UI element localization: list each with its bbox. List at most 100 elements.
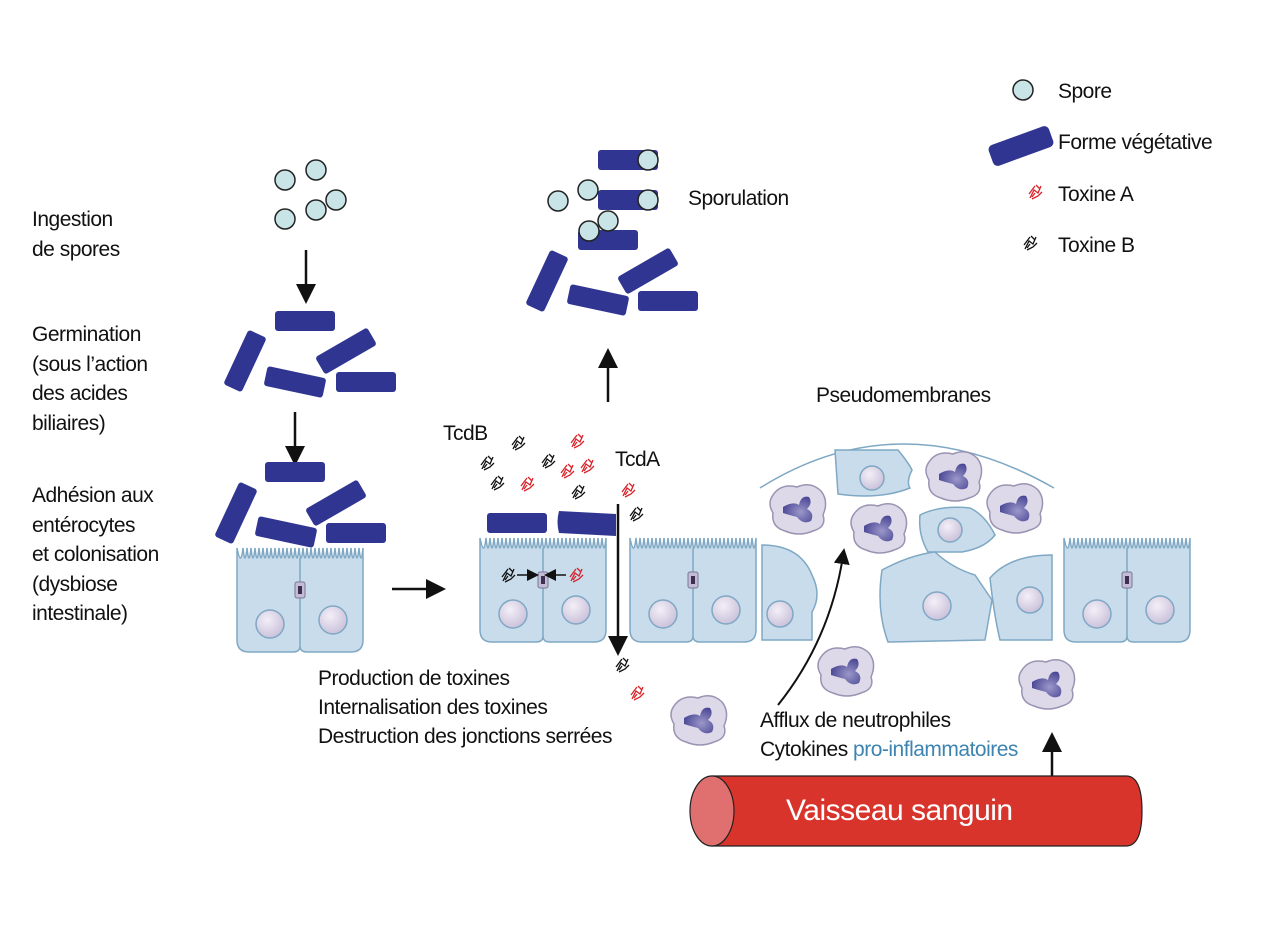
neutrophil-icon	[850, 503, 908, 554]
sporulation-label: Sporulation	[688, 187, 789, 210]
vegetative-form-icon	[263, 365, 327, 399]
cytokines-label: Cytokines pro-inflammatoires	[760, 738, 1018, 761]
nucleus	[937, 517, 963, 543]
neutrophil-icon	[986, 483, 1044, 534]
tcda-label: TcdA	[615, 448, 660, 471]
step-line: Ingestion	[32, 208, 113, 231]
vessel-label: Vaisseau sanguin	[786, 794, 1013, 827]
step-line: de spores	[32, 238, 120, 261]
step-line: et colonisation	[32, 543, 159, 566]
spore-icon	[578, 220, 600, 242]
nucleus	[766, 600, 794, 628]
cytokines-prefix: Cytokines	[760, 738, 853, 761]
spore-icon	[547, 190, 569, 212]
ingested-spores	[274, 159, 347, 230]
toxin-b-icon	[571, 484, 586, 500]
step-adhesion-label: Adhésion aux entérocytes et colonisation…	[32, 484, 159, 625]
neutrophil-icon	[769, 484, 827, 535]
germinated-bacteria	[223, 311, 396, 399]
vegetative-form-icon	[315, 327, 377, 375]
toxin-b-icon	[541, 453, 556, 469]
vegetative-form-icon	[336, 372, 396, 392]
spore-icon	[597, 210, 619, 232]
spore-icon	[577, 179, 599, 201]
damaged-cell	[761, 544, 818, 641]
spore-icon	[305, 199, 327, 221]
spore-icon	[274, 208, 296, 230]
toxin-b-icon	[1023, 235, 1038, 251]
vegetative-form-icon	[305, 479, 367, 527]
legend-label-spore: Spore	[1058, 80, 1112, 103]
pseudomembranes-label: Pseudomembranes	[816, 384, 991, 407]
legend-item-toxin-a: Toxine A	[1028, 183, 1134, 206]
neutrophil-icon	[817, 646, 875, 697]
spore-icon	[325, 189, 347, 211]
cytokines-highlight: pro-inflammatoires	[853, 738, 1018, 761]
step-line: (dysbiose	[32, 573, 117, 596]
nucleus	[922, 591, 952, 621]
sporulation-stage: Sporulation	[525, 149, 789, 317]
blood-vessel: Vaisseau sanguin	[689, 775, 1143, 847]
nucleus	[1016, 586, 1044, 614]
vessel-body	[711, 775, 1143, 847]
toxin-b-icon	[480, 455, 495, 471]
step-line: entérocytes	[32, 514, 135, 537]
toxin-stage: TcdB TcdA	[443, 422, 757, 701]
vegetative-form-icon	[557, 511, 616, 536]
step-ingestion-label: Ingestion de spores	[32, 208, 120, 261]
legend-item-spore: Spore	[1012, 79, 1112, 103]
legend-item-toxin-b: Toxine B	[1023, 234, 1135, 257]
nucleus	[859, 465, 885, 491]
vegetative-form-icon	[326, 523, 386, 543]
toxin-b-icon	[629, 506, 644, 522]
step-line: (sous l’action	[32, 353, 148, 376]
vegetative-form-icon	[525, 249, 569, 313]
adhesion-stage	[214, 462, 386, 653]
vegetative-form-icon	[265, 462, 325, 482]
spore-icon	[637, 189, 659, 211]
tcdb-label: TcdB	[443, 422, 488, 445]
enterocyte-pair	[629, 537, 757, 643]
toxin-effects-caption: Production de toxines Internalisation de…	[318, 667, 612, 748]
toxin-b-icon	[490, 475, 505, 491]
legend-item-vegetative: Forme végétative	[988, 126, 1213, 166]
caption-line: Internalisation des toxines	[318, 696, 547, 719]
pseudomembrane-arc	[759, 443, 1055, 489]
neutrophil-icon	[1018, 659, 1076, 710]
toxin-a-icon	[630, 685, 645, 701]
spore-icon	[1012, 79, 1034, 101]
vegetative-form-icon	[487, 513, 547, 533]
vegetative-form-icon	[617, 247, 679, 295]
spore-icon	[274, 169, 296, 191]
neutrophil-icon	[925, 451, 983, 502]
vegetative-form-icon	[254, 515, 318, 549]
vegetative-form-icon	[214, 481, 258, 545]
vessel-end	[689, 775, 735, 847]
spore-icon	[637, 149, 659, 171]
step-germination-label: Germination (sous l’action des acides bi…	[32, 323, 148, 435]
vegetative-form-icon	[223, 329, 267, 393]
enterocyte-pair	[1063, 537, 1191, 643]
toxin-a-icon	[580, 458, 595, 474]
neutrophils-label: Afflux de neutrophiles	[760, 709, 951, 732]
step-line: des acides	[32, 382, 127, 405]
toxin-b-icon	[615, 657, 630, 673]
toxin-a-icon	[520, 476, 535, 492]
neutrophil-icon	[670, 695, 728, 746]
vegetative-form-icon	[988, 126, 1054, 166]
vegetative-form-icon	[566, 283, 630, 317]
caption-line: Destruction des jonctions serrées	[318, 725, 612, 748]
toxin-a-icon	[1028, 184, 1043, 200]
toxin-a-icon	[621, 482, 636, 498]
step-line: intestinale)	[32, 602, 128, 625]
legend-label-vegetative: Forme végétative	[1058, 131, 1212, 154]
toxin-a-icon	[560, 463, 575, 479]
toxin-b-icon	[511, 435, 526, 451]
arrow-neutrophil-migration	[777, 548, 850, 706]
caption-line: Production de toxines	[318, 667, 509, 690]
vegetative-form-icon	[638, 291, 698, 311]
spore-icon	[305, 159, 327, 181]
step-line: Adhésion aux	[32, 484, 154, 507]
pseudomembrane-stage: Pseudomembranes Afflux de neutrophiles C…	[670, 384, 1191, 795]
